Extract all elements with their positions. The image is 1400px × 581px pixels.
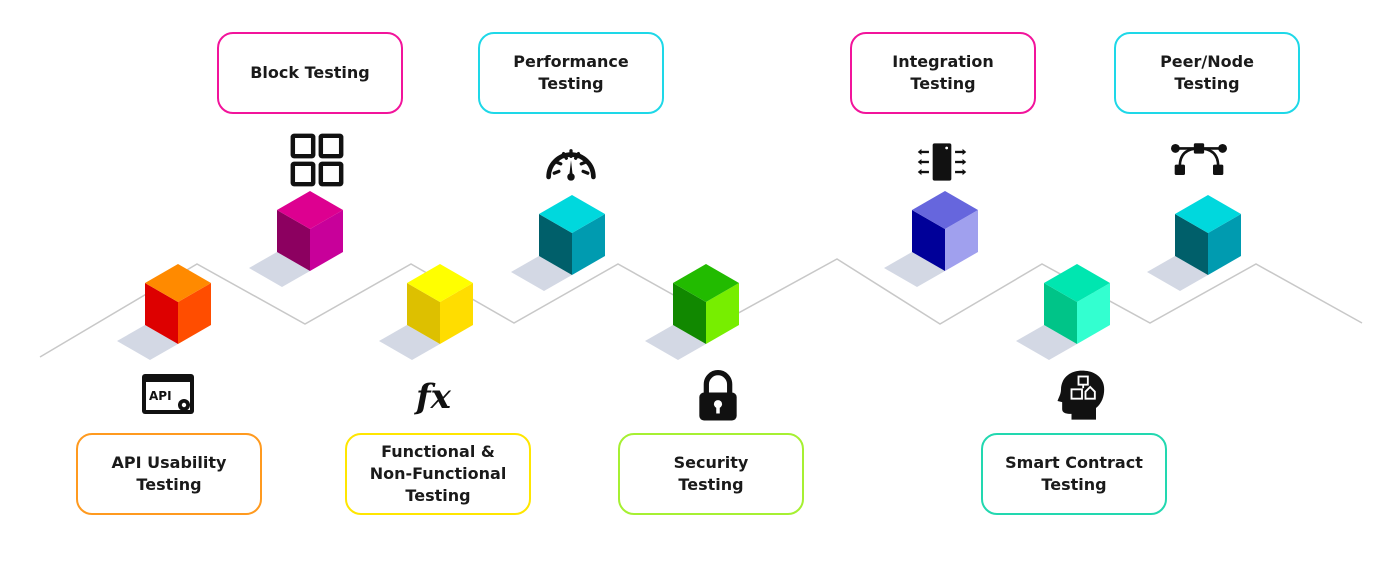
label-smart-contract-testing: Smart Contract Testing: [981, 433, 1167, 515]
cube-right-face: [706, 283, 739, 344]
label-functional-testing: Functional & Non-Functional Testing: [345, 433, 531, 515]
cube-left-face: [673, 283, 706, 344]
cube-left-face: [145, 283, 178, 344]
svg-text:fx: fx: [414, 377, 452, 417]
head-gears-icon: [1057, 370, 1105, 420]
cube-right-face: [1077, 283, 1110, 344]
cube-right-face: [440, 283, 473, 344]
svg-text:API: API: [149, 389, 172, 403]
cube-left-face: [539, 214, 572, 275]
cube-shadow: [1147, 256, 1208, 291]
label-text: Peer/Node Testing: [1160, 52, 1254, 93]
label-text: Block Testing: [250, 63, 370, 82]
cube-shadow: [645, 325, 706, 360]
cube-shadow: [379, 325, 440, 360]
cube-top-face: [539, 195, 605, 233]
cube-left-face: [407, 283, 440, 344]
api-window-icon: API: [142, 374, 194, 414]
cube-right-face: [572, 214, 605, 275]
cube-peer-node: [1147, 195, 1241, 291]
cube-shadow: [1016, 325, 1077, 360]
cube-left-face: [912, 210, 945, 271]
label-api-usability-testing: API Usability Testing: [76, 433, 262, 515]
cube-top-face: [145, 264, 211, 302]
cube-functional: [379, 264, 473, 360]
label-security-testing: Security Testing: [618, 433, 804, 515]
cube-security: [645, 264, 739, 360]
cube-left-face: [277, 210, 310, 271]
label-performance-testing: Performance Testing: [478, 32, 664, 114]
cube-right-face: [310, 210, 343, 271]
cube-shadow: [249, 252, 310, 287]
cube-integration: [884, 191, 978, 287]
cube-performance: [511, 195, 605, 291]
cube-block: [249, 191, 343, 287]
bezier-nodes-icon: [1171, 143, 1227, 175]
chip-arrows-icon: [917, 143, 967, 181]
cube-right-face: [1208, 214, 1241, 275]
label-text: Integration Testing: [892, 52, 994, 93]
label-block-testing: Block Testing: [217, 32, 403, 114]
label-text: API Usability Testing: [111, 453, 227, 494]
grid-blocks-icon: [290, 133, 344, 187]
cube-top-face: [407, 264, 473, 302]
cube-smart-contract: [1016, 264, 1110, 360]
padlock-icon: [699, 370, 737, 421]
cube-top-face: [1175, 195, 1241, 233]
cube-shadow: [511, 256, 572, 291]
label-integration-testing: Integration Testing: [850, 32, 1036, 114]
cube-top-face: [673, 264, 739, 302]
cube-right-face: [178, 283, 211, 344]
cube-shadow: [117, 325, 178, 360]
cube-top-face: [1044, 264, 1110, 302]
cube-right-face: [945, 210, 978, 271]
cube-api: [117, 264, 211, 360]
cube-left-face: [1044, 283, 1077, 344]
cube-top-face: [912, 191, 978, 229]
speedometer-icon: [546, 149, 596, 181]
cube-left-face: [1175, 214, 1208, 275]
label-text: Performance Testing: [513, 52, 629, 93]
cube-top-face: [277, 191, 343, 229]
label-text: Security Testing: [673, 453, 749, 494]
cube-shadow: [884, 252, 945, 287]
label-peer-node-testing: Peer/Node Testing: [1114, 32, 1300, 114]
function-fx-icon: fx: [414, 377, 452, 417]
label-text: Smart Contract Testing: [1005, 453, 1143, 494]
label-text: Functional & Non-Functional Testing: [369, 442, 507, 505]
